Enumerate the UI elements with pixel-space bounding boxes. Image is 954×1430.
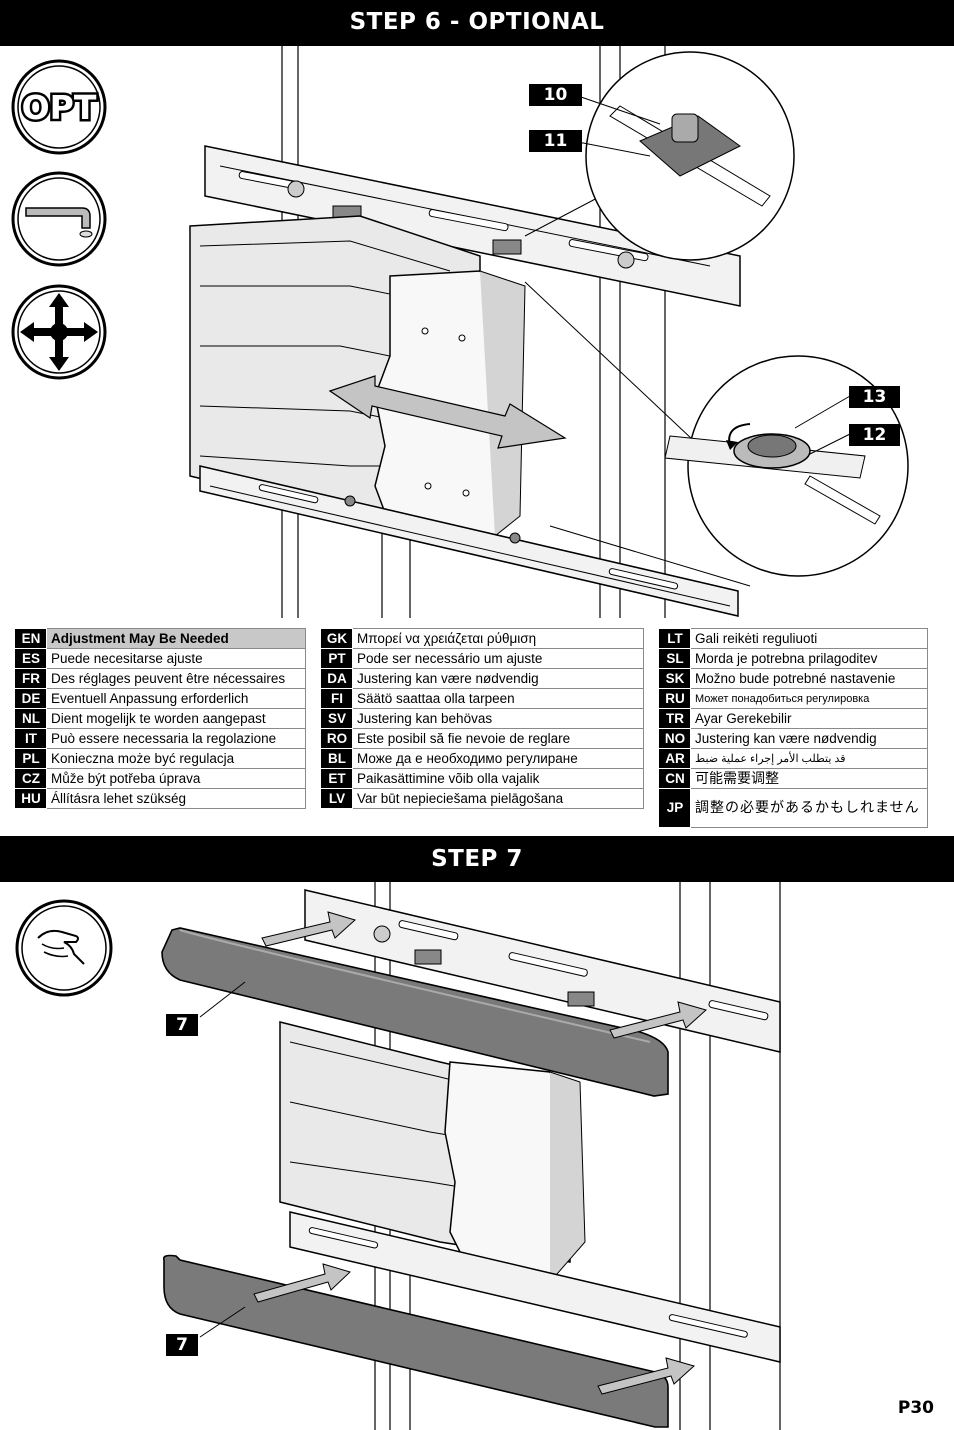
step-7-header: STEP 7: [0, 836, 954, 882]
opt-icon: OPT: [11, 59, 107, 155]
step-6-header: STEP 6 - OPTIONAL: [0, 0, 954, 46]
hand-icon: [15, 899, 113, 997]
page-number: P30: [897, 1398, 934, 1418]
callout-13: 13: [849, 386, 900, 408]
step-7-illustration: [161, 882, 781, 1430]
move-arrows-icon: [11, 284, 107, 380]
callout-10: 10: [529, 84, 582, 106]
hex-key-icon: [11, 171, 107, 267]
callout-11: 11: [529, 130, 582, 152]
step-6-illustration: [189, 46, 909, 618]
callout-7-bottom: 7: [166, 1334, 198, 1356]
opt-icon-label: OPT: [22, 88, 97, 127]
callout-7-top: 7: [166, 1014, 198, 1036]
callout-12: 12: [849, 424, 900, 446]
